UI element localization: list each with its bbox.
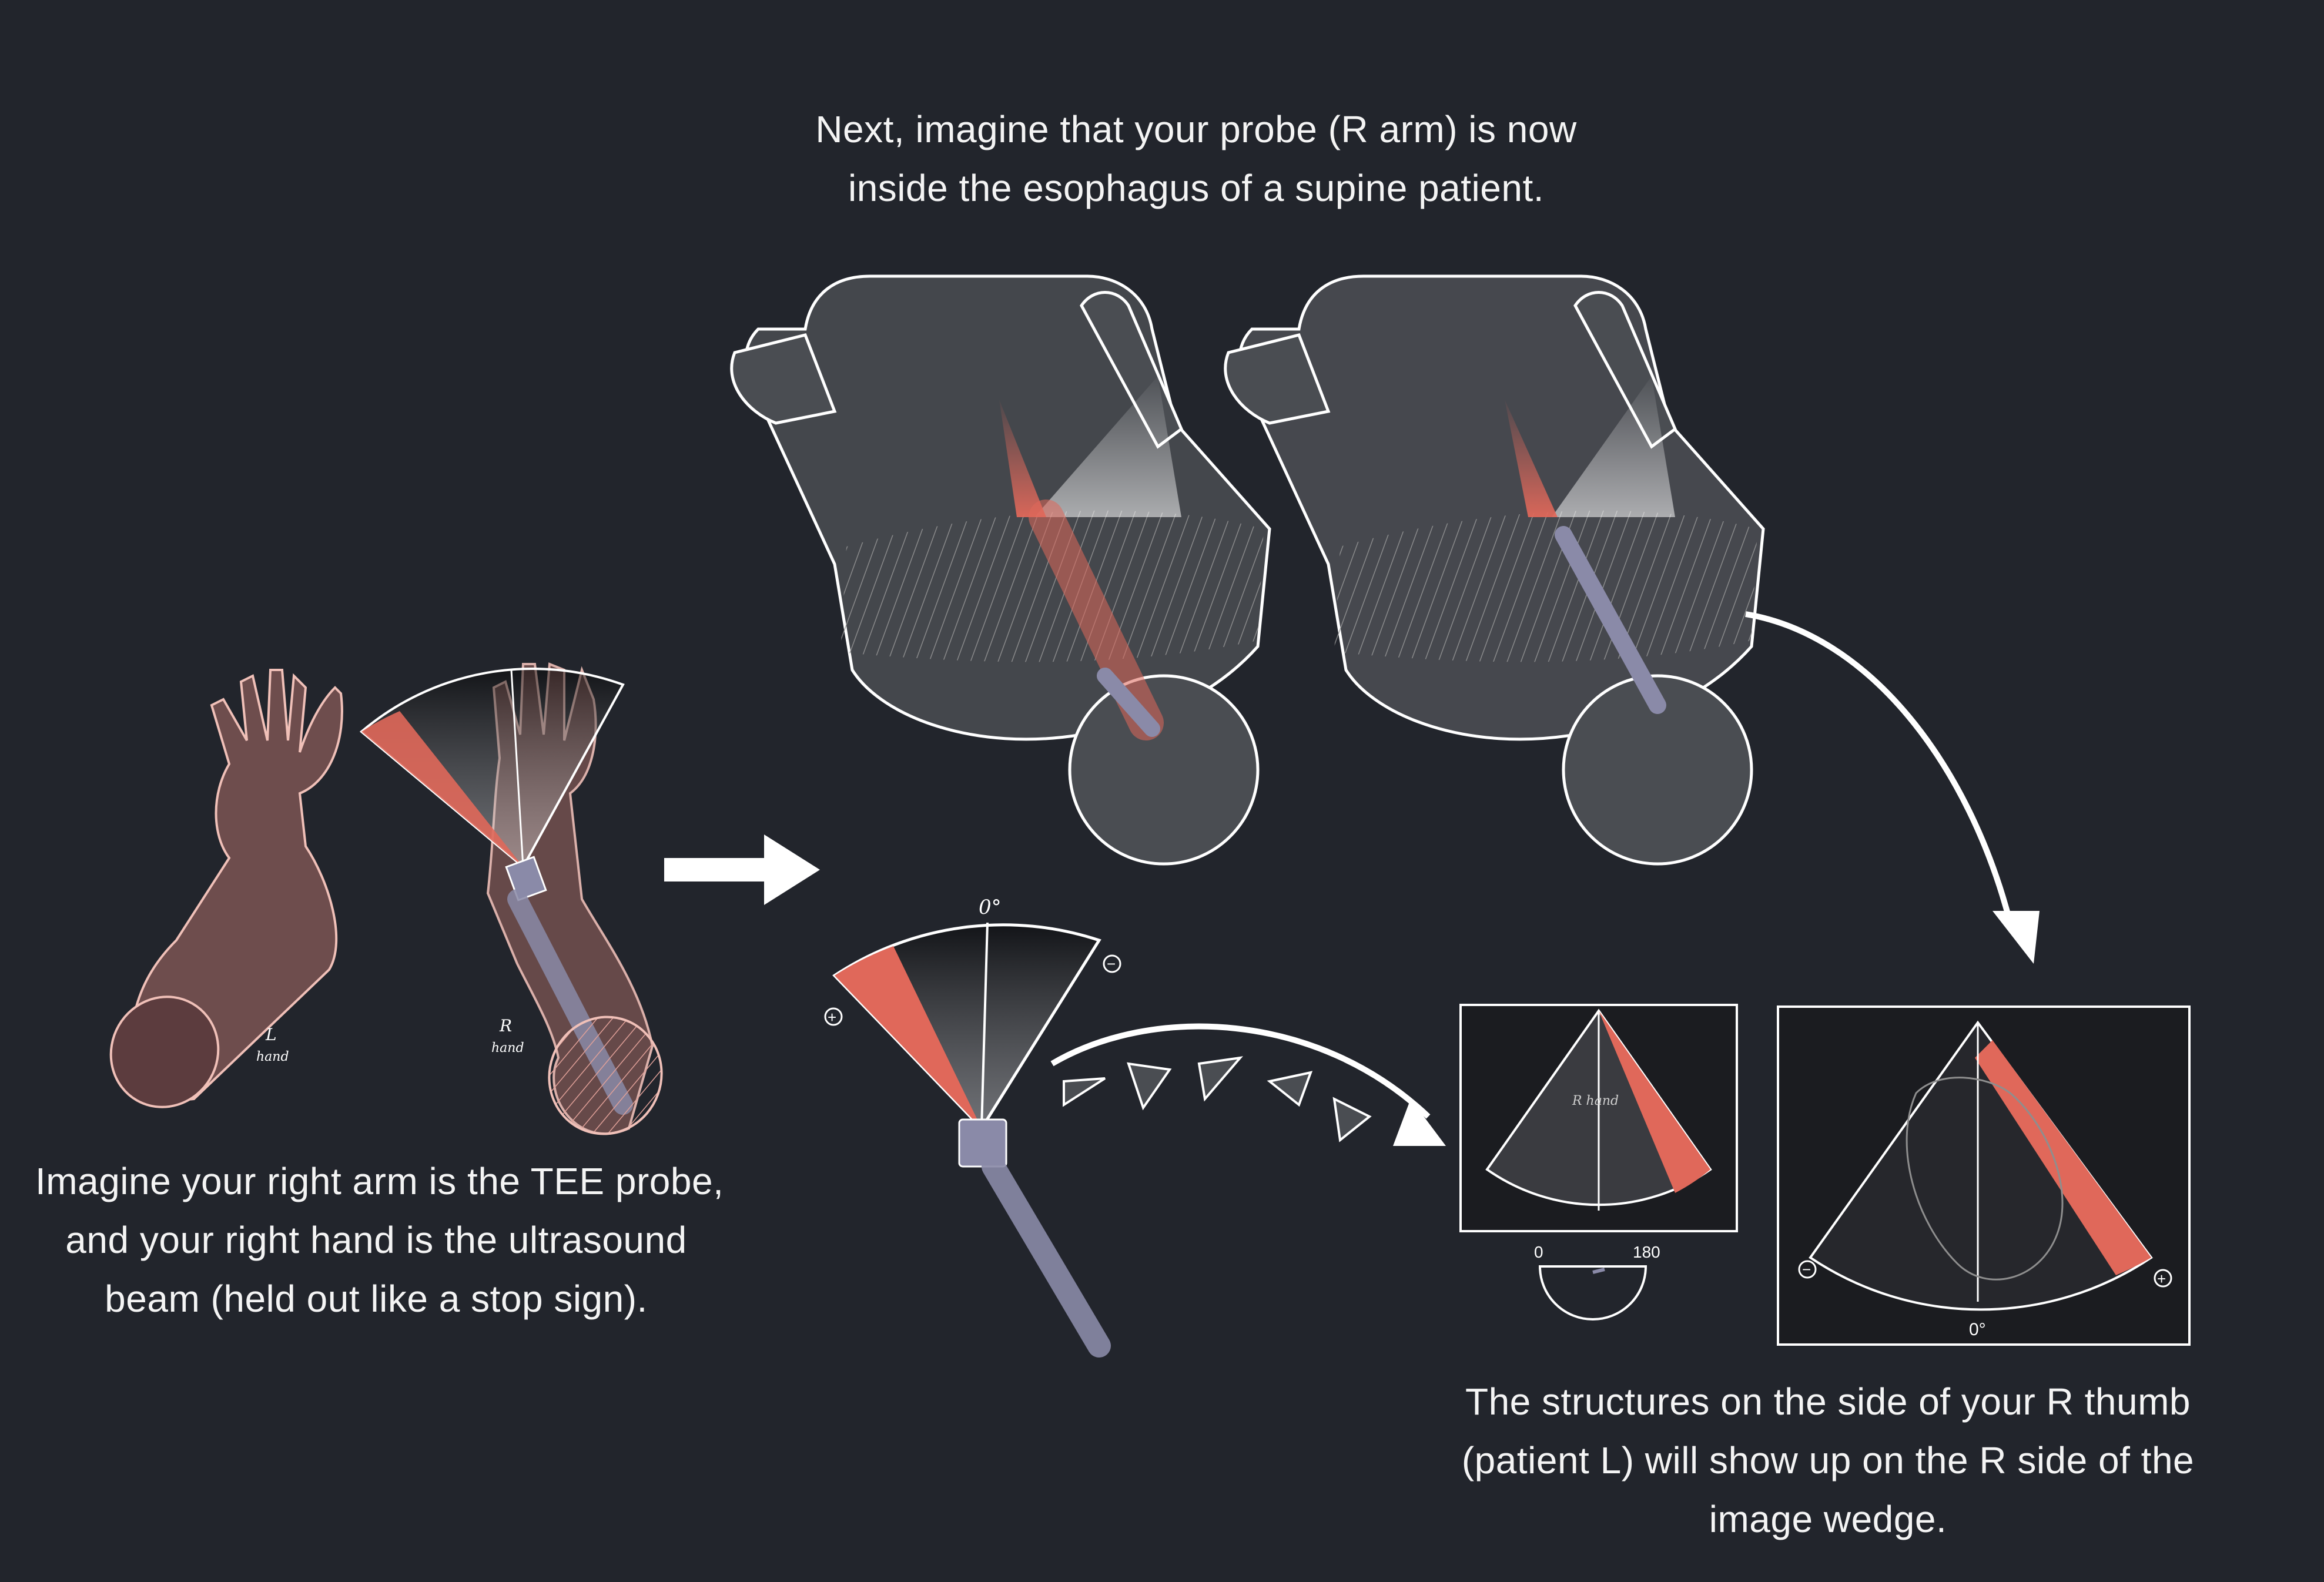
right-hand-label-r: R xyxy=(499,1016,512,1035)
patient-head xyxy=(1562,674,1753,866)
caption-left: Imagine your right arm is the TEE probe,… xyxy=(35,1152,724,1328)
probe-fan-red-edge xyxy=(835,946,982,1128)
caption-right-line-3: image wedge. xyxy=(1709,1498,1947,1540)
fan-minus-marker xyxy=(1103,954,1121,973)
caption-right-line-1: The structures on the side of your R thu… xyxy=(1465,1380,2191,1423)
left-forearm-cut-end xyxy=(109,996,220,1108)
large-screen-plus-label: + xyxy=(2157,1270,2166,1288)
angle-dial-max: 180 xyxy=(1633,1243,1660,1261)
small-screen-label: R hand xyxy=(1572,1094,1619,1108)
rotation-arc-arrow-head xyxy=(1393,1099,1446,1146)
patient-figure-with-arm xyxy=(730,274,1271,866)
caption-left-line-2: and your right hand is the ultrasound xyxy=(65,1219,687,1261)
fan-minus-label: − xyxy=(1107,955,1116,973)
large-screen-minus-label: − xyxy=(1802,1261,1811,1278)
caption-right: The structures on the side of your R thu… xyxy=(1446,1372,2210,1549)
rotation-step-4 xyxy=(1267,1071,1313,1107)
heart-sketch xyxy=(1906,1077,2064,1281)
large-screen-angle-label: 0° xyxy=(1969,1320,1986,1339)
caption-left-line-1: Imagine your right arm is the TEE probe, xyxy=(35,1160,724,1202)
curved-arrow-to-screen xyxy=(1745,611,2013,924)
angle-dial-body xyxy=(1538,1265,1647,1320)
left-forearm: L hand xyxy=(109,669,343,1108)
rotation-step-1 xyxy=(1063,1077,1106,1107)
angle-dial-min: 0 xyxy=(1534,1243,1543,1261)
fan-angle-label: 0° xyxy=(979,896,1002,919)
right-hand-beam-fan xyxy=(359,667,625,869)
large-screen-plus-marker xyxy=(2154,1269,2172,1288)
caption-left-line-3: beam (held out like a stop sign). xyxy=(105,1278,648,1320)
right-arrow xyxy=(664,834,820,905)
probe-fan-center-line xyxy=(980,922,989,1129)
rotation-step-3 xyxy=(1197,1056,1243,1102)
large-screen-red-edge xyxy=(1975,1040,2151,1275)
rotation-arc-arrow xyxy=(1050,1023,1431,1119)
rotation-step-5 xyxy=(1332,1097,1372,1142)
large-echo-screen: − + 0° xyxy=(1777,1005,2191,1346)
probe-fan-diagram: 0° + − xyxy=(824,896,1121,1358)
rotation-sequence xyxy=(1050,1023,1446,1146)
caption-right-line-2: (patient L) will show up on the R side o… xyxy=(1461,1439,2195,1482)
fan-plus-label: + xyxy=(828,1008,836,1026)
large-screen-wedge xyxy=(1809,1020,2153,1311)
caption-top: Next, imagine that your probe (R arm) is… xyxy=(764,100,1628,217)
right-forearm-with-probe: R hand xyxy=(359,662,663,1135)
right-hand-beam-center-line xyxy=(510,669,524,867)
right-hand-beam-red-edge xyxy=(361,711,523,867)
small-screen-red-edge xyxy=(1599,1011,1710,1193)
probe-shaft xyxy=(982,1155,1111,1358)
large-screen-minus-marker xyxy=(1798,1260,1817,1279)
left-hand-label-l: L xyxy=(265,1025,277,1044)
caption-top-line-2: inside the esophagus of a supine patient… xyxy=(848,167,1545,209)
left-hand-label-hand: hand xyxy=(256,1050,289,1064)
caption-top-line-1: Next, imagine that your probe (R arm) is… xyxy=(815,108,1577,150)
small-echo-screen: R hand xyxy=(1459,1004,1738,1232)
patient-head xyxy=(1068,674,1260,866)
right-hand-label-hand: hand xyxy=(491,1041,524,1055)
curved-arrow-head xyxy=(1993,911,2040,964)
right-forearm-cut-end xyxy=(548,1015,663,1135)
fan-plus-marker xyxy=(824,1007,843,1026)
rotation-step-2 xyxy=(1127,1062,1172,1111)
patient-figure-with-probe xyxy=(1224,274,1765,866)
angle-dial: 0 180 xyxy=(1534,1243,1660,1320)
angle-dial-needle xyxy=(1592,1268,1605,1274)
